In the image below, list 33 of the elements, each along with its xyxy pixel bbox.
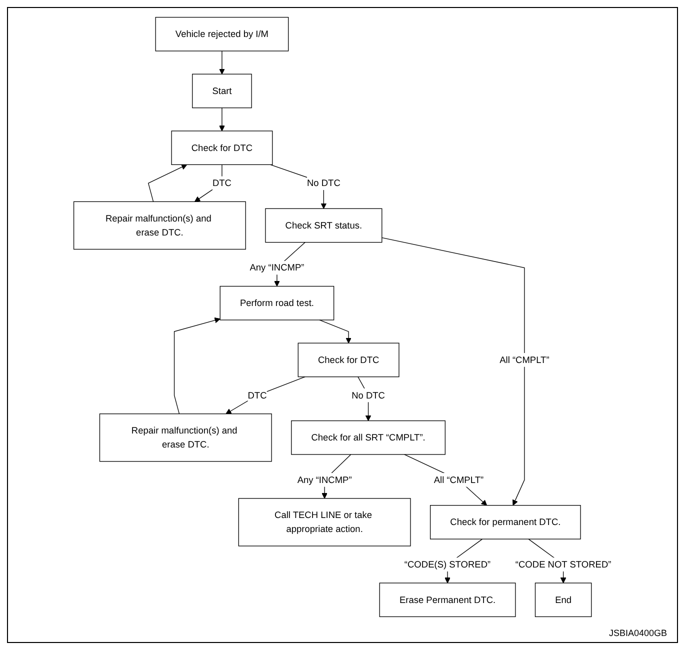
edge-label: No DTC xyxy=(352,390,385,400)
node-box: Start xyxy=(192,74,252,108)
arrow xyxy=(382,237,525,506)
arrow xyxy=(404,454,488,506)
edge-label: “CODE(S) STORED” xyxy=(404,558,491,570)
edge-label: All “CMPLT” xyxy=(500,354,550,365)
node-box: Check for DTC xyxy=(171,130,273,165)
arrow xyxy=(219,50,225,74)
edge-label: No DTC xyxy=(306,178,340,188)
edge-label: “CODE NOT STORED” xyxy=(515,558,612,570)
arrow xyxy=(148,164,188,202)
arrow xyxy=(194,164,222,202)
node-box: Check for permanent DTC. xyxy=(430,505,581,540)
node-box: Check for DTC xyxy=(298,342,400,378)
edge-label: All “CMPLT” xyxy=(434,474,484,485)
node-box: Perform road test. xyxy=(220,286,334,320)
node-box: Check for all SRT “CMPLT”. xyxy=(291,420,446,455)
edge-label: DTC xyxy=(248,390,267,400)
node-box: Call TECH LINE or take appropriate action. xyxy=(238,498,411,546)
arrow xyxy=(219,108,225,132)
arrow xyxy=(319,320,352,344)
arrow xyxy=(226,376,306,414)
node-box: Erase Permanent DTC. xyxy=(379,582,516,618)
node-box: Repair malfunction(s) and erase DTC. xyxy=(73,201,246,250)
node-box: Check SRT status. xyxy=(265,208,382,243)
node-box: Vehicle rejected by I/M xyxy=(155,16,289,52)
edge-label: Any “INCMP” xyxy=(297,474,352,485)
arrow xyxy=(174,317,220,414)
edge-label: DTC xyxy=(212,178,232,188)
figure-code: JSBIA0400GB xyxy=(608,628,667,638)
node-box: End xyxy=(534,582,592,618)
edge-label: Any “INCMP” xyxy=(250,262,304,273)
node-box: Repair malfunction(s) and erase DTC. xyxy=(99,414,272,462)
